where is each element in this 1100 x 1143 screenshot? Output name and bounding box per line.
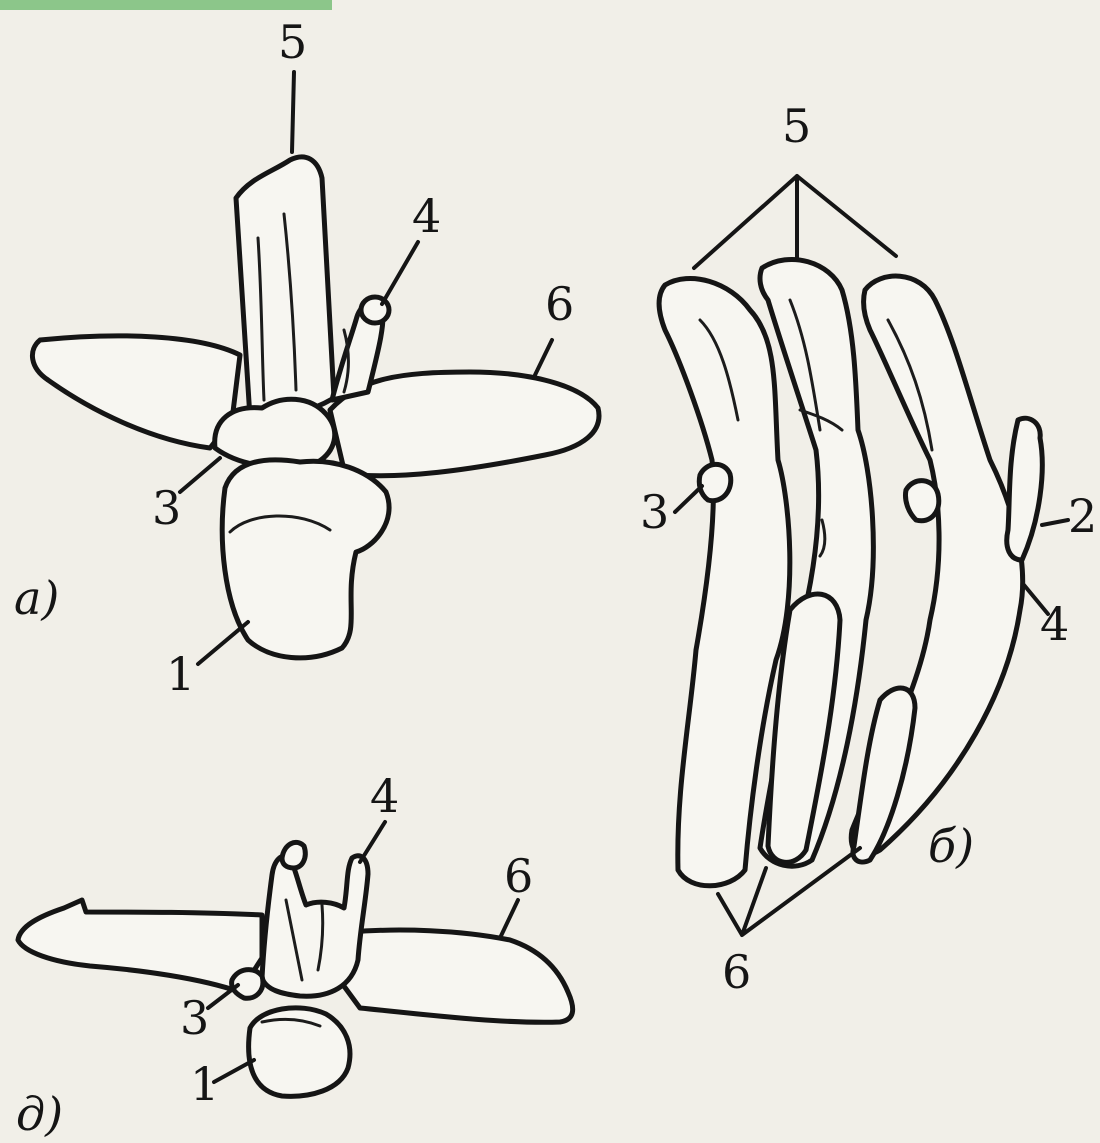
panel-d <box>18 842 573 1096</box>
panel-a-vertebral-body <box>222 460 389 658</box>
a3-leader <box>180 458 220 492</box>
a1-leader <box>198 622 248 664</box>
panel-d-spine-knob <box>282 842 305 868</box>
panel-d-letter: д) <box>16 1087 63 1141</box>
a5-leader <box>292 72 294 152</box>
panel-a-arch <box>215 399 335 467</box>
panel-d-label-3: 3 <box>180 991 209 1045</box>
panel-d-label-4: 4 <box>370 769 399 823</box>
panel-b-apex-lines <box>694 176 896 268</box>
panel-a-spinous-process <box>236 157 334 418</box>
panel-d-label-6: 6 <box>504 849 533 903</box>
panel-b-label-2: 2 <box>1068 489 1097 543</box>
panel-b-letter: б) <box>928 819 974 873</box>
d4-leader <box>360 822 385 862</box>
panel-a <box>32 157 599 658</box>
panel-b-label-4: 4 <box>1040 597 1069 651</box>
b2-leader <box>1042 520 1068 525</box>
panel-a-label-3: 3 <box>152 481 181 535</box>
panel-a-letter: а) <box>14 571 59 625</box>
b3-leader <box>675 486 702 512</box>
panel-d-transverse-process-right <box>338 930 573 1022</box>
panel-d-transverse-process-left <box>18 900 262 992</box>
panel-a-label-4: 4 <box>412 189 441 243</box>
accent-bar <box>0 0 332 10</box>
a4-leader <box>382 242 418 304</box>
panel-b-label-6: 6 <box>722 945 751 999</box>
panel-b-label-3: 3 <box>640 485 669 539</box>
d6-leader <box>500 900 518 938</box>
panel-b-label-5: 5 <box>782 99 811 153</box>
d1-leader <box>214 1060 254 1082</box>
panel-a-label-1: 1 <box>166 647 195 701</box>
panel-a-label-6: 6 <box>545 277 574 331</box>
panel-d-label-1: 1 <box>190 1057 219 1111</box>
panel-b <box>659 176 1042 935</box>
panel-d-arch-column <box>262 856 368 996</box>
a6-leader <box>535 340 552 375</box>
panel-a-transverse-process-left <box>32 336 240 448</box>
panel-a-label-5: 5 <box>278 15 307 69</box>
